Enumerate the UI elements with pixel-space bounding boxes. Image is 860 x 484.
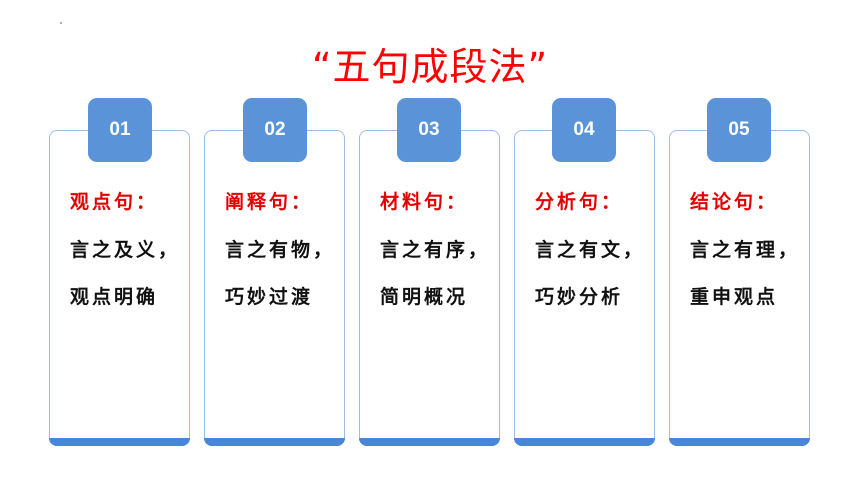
card-02: 阐释句： 言之有物， 巧妙过渡 [204,130,345,446]
card-line-1: 言之有物， [225,239,336,261]
card-01: 观点句： 言之及义， 观点明确 [49,130,190,446]
card-line-2: 巧妙过渡 [225,286,314,308]
card-heading: 分析句： [535,191,624,213]
card-line-2: 重申观点 [690,286,779,308]
card-line-1: 言之有序， [380,239,491,261]
card-bottom-bar [49,438,190,446]
card-heading: 阐释句： [225,191,314,213]
number-badge-04: 04 [552,98,616,162]
card-line-2: 巧妙分析 [535,286,624,308]
card-bottom-bar [359,438,500,446]
card-bottom-bar [204,438,345,446]
card-05: 结论句： 言之有理， 重申观点 [669,130,810,446]
card-line-1: 言之有理， [690,239,801,261]
card-line-2: 简明概况 [380,286,469,308]
number-badge-02: 02 [243,98,307,162]
number-badge-01: 01 [88,98,152,162]
card-bottom-bar [669,438,810,446]
card-heading: 观点句： [70,191,159,213]
card-line-2: 观点明确 [70,286,159,308]
card-line-1: 言之及义， [70,239,181,261]
corner-dot [60,22,62,24]
slide-title: “五句成段法” [311,45,549,89]
card-bottom-bar [514,438,655,446]
card-heading: 材料句： [380,191,469,213]
number-badge-03: 03 [397,98,461,162]
number-badge-05: 05 [707,98,771,162]
card-line-1: 言之有文， [535,239,646,261]
card-heading: 结论句： [690,191,779,213]
card-03: 材料句： 言之有序， 简明概况 [359,130,500,446]
card-04: 分析句： 言之有文， 巧妙分析 [514,130,655,446]
